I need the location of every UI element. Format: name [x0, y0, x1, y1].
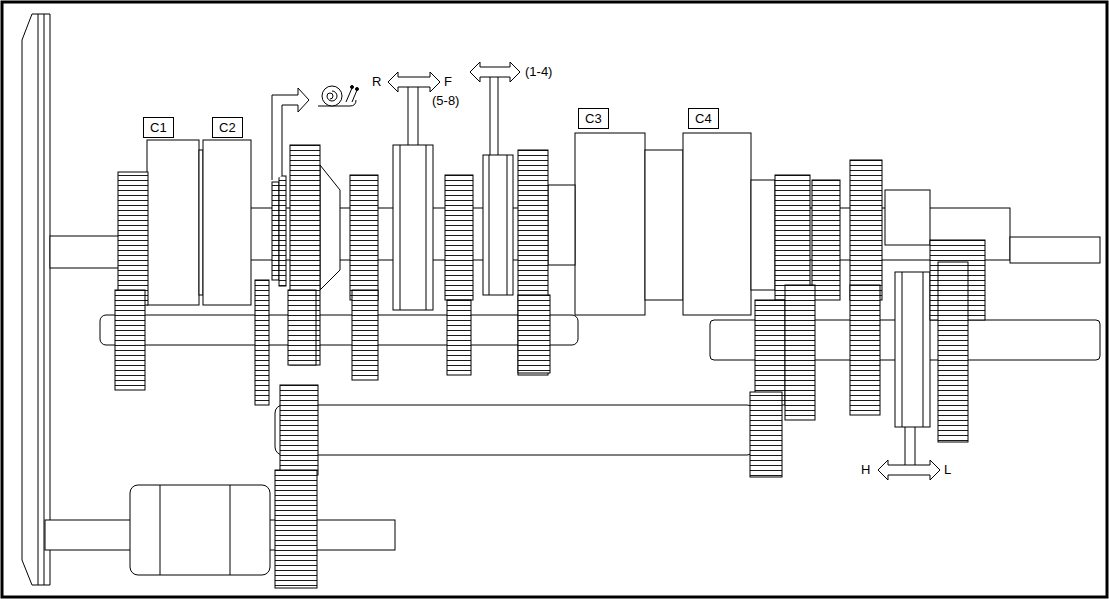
drawing-part [418, 87, 419, 145]
clutch-label-box: C3 [578, 108, 609, 129]
clutch-label: C4 [695, 111, 712, 126]
drawing-part [393, 145, 433, 310]
drawing-part [683, 133, 751, 315]
drawing-part [147, 140, 199, 305]
drawing-part [426, 145, 427, 310]
shift-position-label: (5-8) [432, 93, 459, 108]
drawing-part [923, 272, 924, 427]
shift-arrows [272, 62, 940, 480]
drawing-part [1010, 237, 1100, 263]
drawing-part [160, 485, 161, 575]
drawing-part [850, 285, 880, 415]
drawing-part [775, 175, 810, 300]
drawing-part [230, 485, 231, 575]
drawing-part [548, 185, 575, 265]
shift-position-label: L [944, 462, 951, 477]
drawing-part [327, 91, 337, 101]
drawing-part [938, 262, 968, 442]
shift-position-label: H [861, 462, 870, 477]
drawing-part [280, 385, 318, 475]
drawing-part [489, 155, 490, 295]
drawing-part [498, 77, 499, 155]
drawing-part [38, 14, 39, 585]
drawing-part [255, 280, 269, 405]
drawing-part [755, 300, 785, 405]
shift-position-label: R [372, 74, 381, 89]
drawing-part [272, 182, 279, 280]
drawing-part [785, 285, 815, 420]
drawing-part [320, 165, 340, 290]
drawing-part [518, 295, 550, 373]
drawing-part [470, 62, 520, 82]
drawing-part [130, 485, 270, 575]
drawing-part [288, 290, 316, 365]
drawing-part [275, 405, 755, 455]
drawing-part [483, 155, 513, 295]
drawing-part [885, 190, 930, 245]
drawing-part [575, 133, 645, 315]
drawing-part [351, 86, 354, 89]
drawing-part [203, 140, 251, 305]
housings [130, 133, 930, 575]
drawing-part [350, 175, 378, 300]
drawing-part [279, 176, 286, 286]
creep-symbol [318, 86, 359, 107]
drawing-part [490, 77, 491, 155]
drawing-part [400, 145, 401, 310]
clutch-label-box: C4 [688, 108, 719, 129]
drawing-part [22, 14, 50, 585]
drawing-part [352, 290, 378, 380]
clutch-label: C3 [585, 111, 602, 126]
shift-position-label: F [444, 74, 452, 89]
drawing-part [322, 86, 342, 106]
drawing-part [751, 180, 775, 290]
flywheel [22, 14, 50, 585]
drawing-part [750, 392, 782, 477]
drawing-part [905, 427, 906, 465]
drawing-part [199, 150, 203, 295]
drawing-part [356, 88, 359, 91]
drawing-part [507, 155, 508, 295]
drawing-part [812, 180, 840, 300]
drawing-part [272, 88, 309, 180]
drawing-part [408, 87, 409, 145]
drawing-part [915, 427, 916, 465]
clutch-label: C2 [219, 120, 236, 135]
drawing-part [895, 272, 930, 427]
drawing-part [100, 315, 578, 345]
drawing-part [275, 470, 317, 588]
drawing-part [50, 236, 125, 268]
gears [115, 145, 985, 588]
drawing-part [902, 272, 903, 427]
drawing-part [445, 175, 473, 300]
drawing-part [878, 460, 940, 480]
drawing-part [447, 300, 471, 375]
drawing-part [115, 290, 145, 390]
clutch-label: C1 [150, 120, 167, 135]
drawing-part [645, 150, 683, 300]
shift-position-label: (1-4) [525, 64, 552, 79]
clutch-label-box: C2 [212, 117, 243, 138]
drawing-part [388, 72, 440, 92]
drawing-part [118, 172, 148, 305]
drawing-part [44, 14, 45, 585]
clutch-label-box: C1 [143, 117, 174, 138]
drawing-part [850, 160, 882, 300]
